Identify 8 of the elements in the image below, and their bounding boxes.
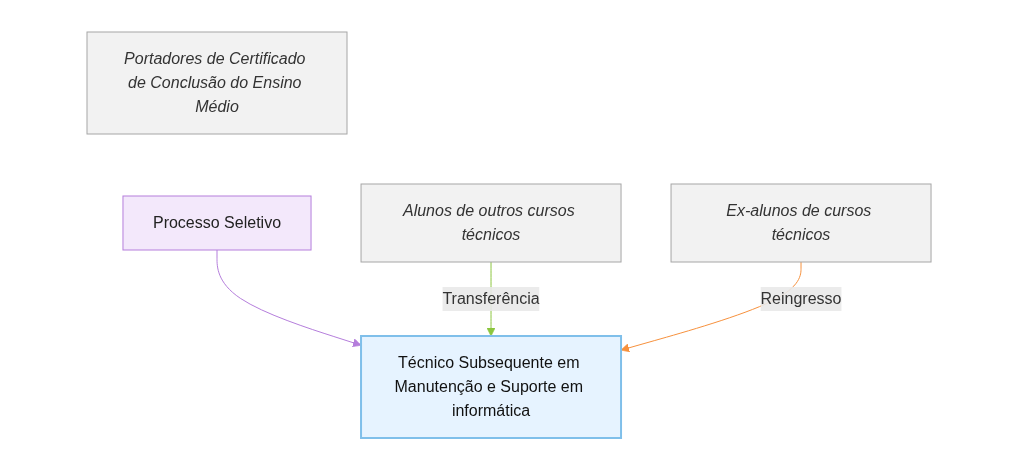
node-box: Processo Seletivo [122, 195, 312, 251]
node-box: Ex-alunos de cursos técnicos [671, 183, 932, 263]
node-box: Técnico Subsequente em Manutenção e Suporte em informática [360, 335, 623, 439]
node-box: Portadores de Certificado de Conclusão do Ensino Médio [87, 31, 348, 135]
edge-label: Transferência [442, 290, 541, 307]
arrow [217, 249, 362, 347]
edge-label: Reingresso [761, 290, 842, 307]
node-box: Alunos de outros cursos técnicos [361, 183, 622, 263]
